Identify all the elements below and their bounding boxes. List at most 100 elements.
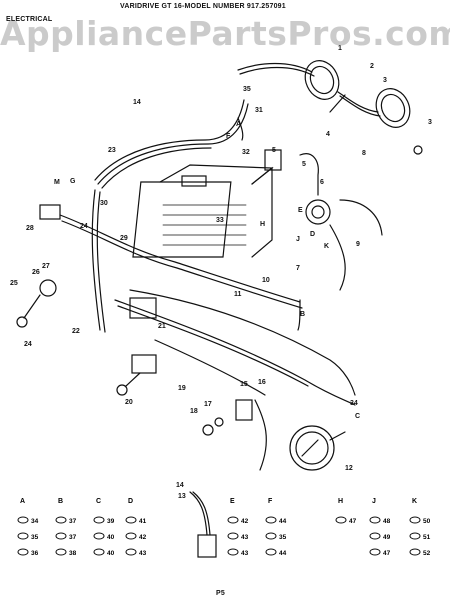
hardware-part-number: 42 — [139, 534, 147, 541]
callout-18: 18 — [190, 408, 198, 415]
hardware-letter: H — [338, 498, 343, 505]
hardware-part-number: 41 — [139, 518, 147, 525]
callout-4: 4 — [326, 131, 330, 138]
hardware-part-shape — [265, 532, 277, 540]
hardware-letter: K — [412, 498, 417, 505]
callout-32: 32 — [242, 149, 250, 156]
callout-12: 12 — [345, 465, 353, 472]
callout-5: 5 — [272, 147, 276, 154]
hardware-part-number: 52 — [423, 550, 431, 557]
callout-M: M — [54, 179, 60, 186]
hardware-table: A343536B373738C394040D414243E424343F4435… — [17, 498, 431, 557]
hardware-letter: A — [20, 498, 25, 505]
callout-7: 7 — [296, 265, 300, 272]
hardware-part-shape — [265, 548, 277, 556]
hardware-part-number: 37 — [69, 534, 77, 541]
callout-25: 25 — [10, 280, 18, 287]
hardware-part-shape — [17, 548, 29, 556]
hardware-part-number: 44 — [279, 550, 287, 557]
light-switch — [235, 399, 253, 421]
hardware-part-shape — [409, 516, 421, 524]
main-harness — [94, 99, 245, 181]
callout-G: G — [70, 178, 76, 185]
hardware-part-shape — [125, 532, 137, 540]
hardware-part-shape — [125, 548, 137, 556]
callout-28: 28 — [26, 225, 34, 232]
hardware-part-shape — [369, 532, 381, 540]
callout-14: 14 — [176, 482, 184, 489]
callout-11: 11 — [234, 291, 242, 298]
hardware-group-H: H 47 — [335, 498, 357, 525]
hardware-part-shape — [335, 516, 347, 524]
hardware-letter: E — [230, 498, 235, 505]
callout-10: 10 — [262, 277, 270, 284]
hardware-part-shape — [369, 516, 381, 524]
hardware-part-number: 34 — [31, 518, 39, 525]
hardware-part-number: 39 — [107, 518, 115, 525]
hardware-part-shape — [265, 516, 277, 524]
hardware-part-shape — [409, 532, 421, 540]
callout-27: 27 — [42, 263, 50, 270]
hardware-letter: C — [96, 498, 101, 505]
callout-23: 23 — [108, 147, 116, 154]
callout-C: C — [355, 413, 360, 420]
page-number: P5 — [216, 590, 225, 597]
hardware-part-number: 47 — [349, 518, 357, 525]
section-label: ELECTRICAL — [6, 16, 53, 23]
callout-9: 9 — [356, 241, 360, 248]
hardware-part-shape — [409, 548, 421, 556]
callout-19: 19 — [178, 385, 186, 392]
hardware-letter: F — [268, 498, 273, 505]
connector — [197, 534, 217, 558]
ignition-switch — [131, 354, 157, 374]
hardware-part-shape — [227, 516, 239, 524]
hardware-part-number: 36 — [31, 550, 39, 557]
callout-26: 26 — [32, 269, 40, 276]
page-title: VARIDRIVE GT 16-MODEL NUMBER 917.257091 — [120, 3, 286, 10]
callout-31: 31 — [255, 107, 263, 114]
hardware-part-number: 42 — [241, 518, 249, 525]
hardware-part-shape — [55, 548, 67, 556]
callout-14: 14 — [133, 99, 141, 106]
callout-A: A — [236, 121, 241, 128]
hardware-part-shape — [17, 516, 29, 524]
callout-E: E — [298, 207, 303, 214]
callout-30: 30 — [100, 200, 108, 207]
callout-K: K — [324, 243, 329, 250]
hardware-part-number: 35 — [31, 534, 39, 541]
hardware-part-shape — [55, 516, 67, 524]
callout-3: 3 — [428, 119, 432, 126]
hardware-part-shape — [227, 532, 239, 540]
callout-15: 15 — [240, 381, 248, 388]
hardware-part-number: 40 — [107, 550, 115, 557]
callout-20: 20 — [125, 399, 133, 406]
callout-13: 13 — [178, 493, 186, 500]
callout-2: 2 — [370, 63, 374, 70]
hardware-part-number: 35 — [279, 534, 287, 541]
hardware-part-number: 43 — [139, 550, 147, 557]
callout-8: 8 — [362, 150, 366, 157]
callout-22: 22 — [72, 328, 80, 335]
hardware-part-shape — [93, 516, 105, 524]
headlight-left — [304, 60, 340, 100]
hardware-part-number: 49 — [383, 534, 391, 541]
callout-J: J — [296, 236, 300, 243]
hardware-part-number: 51 — [423, 534, 431, 541]
hardware-part-number: 44 — [279, 518, 287, 525]
callout-34: 34 — [350, 400, 358, 407]
battery — [132, 181, 232, 258]
hardware-group-A: A 34 35 36 — [17, 498, 39, 557]
callout-5: 5 — [302, 161, 306, 168]
hardware-letter: B — [58, 498, 63, 505]
hardware-letter: J — [372, 498, 376, 505]
callout-24: 24 — [80, 223, 88, 230]
ammeter — [289, 425, 335, 471]
hardware-part-shape — [93, 532, 105, 540]
hardware-part-shape — [227, 548, 239, 556]
